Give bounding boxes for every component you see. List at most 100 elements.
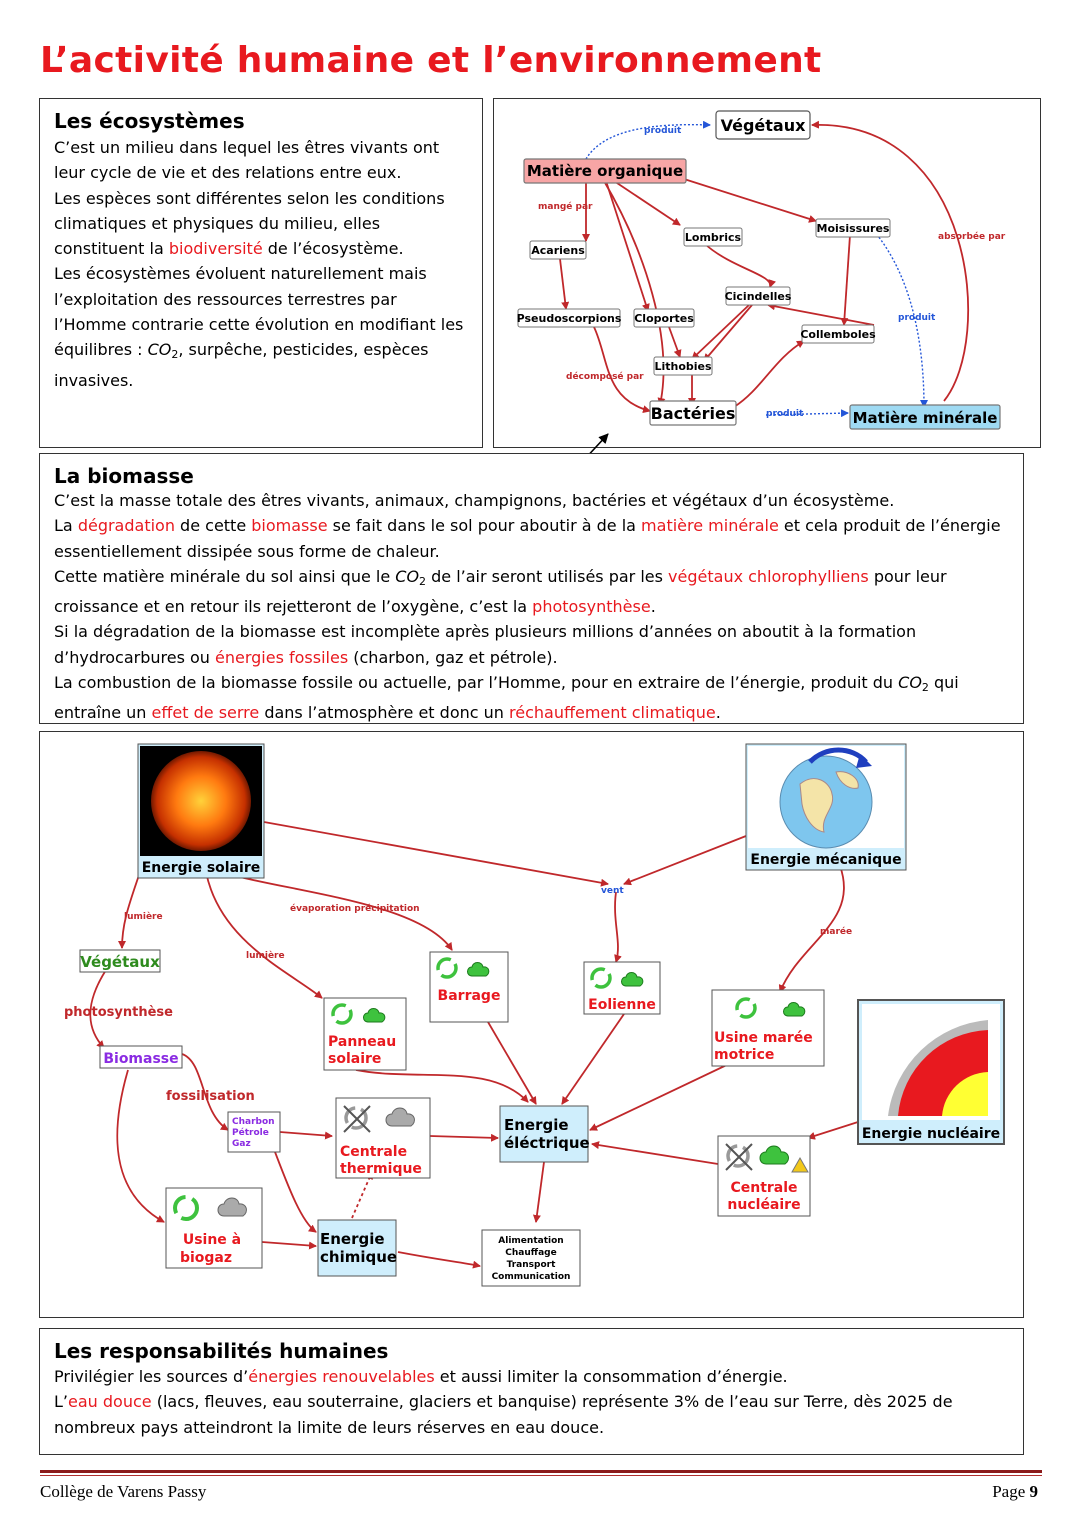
node-lithobies: Lithobies	[654, 360, 712, 373]
biomass-line-4: Si la dégradation de la biomasse est inc…	[54, 622, 916, 666]
use-alimentation: Alimentation	[498, 1236, 563, 1246]
centrale-thermique-label-1: Centrale	[340, 1144, 407, 1160]
text-run: 2	[921, 681, 929, 695]
biomass-heading: La biomasse	[54, 464, 194, 488]
highlighted-term: effet de serre	[151, 703, 260, 723]
green-cloud-icon	[783, 1002, 806, 1017]
text-run: dans l’atmosphère et donc un	[259, 703, 509, 723]
energie-nucleaire-label: Energie nucléaire	[862, 1126, 1000, 1142]
text-run: (charbon, gaz et pétrole).	[348, 647, 558, 667]
text-run: et aussi limiter la consommation d’énerg…	[434, 1367, 788, 1386]
responsibilities-line-1: Privilégier les sources d’énergies renou…	[54, 1367, 788, 1386]
highlighted-term: dégradation	[77, 516, 175, 536]
energie-chimique-label-1: Energie	[320, 1230, 385, 1248]
node-matiere-organique: Matière organique	[523, 158, 687, 184]
label-photosynthese: photosynthèse	[64, 1005, 173, 1020]
energy-diagram: lumière lumière évaporation précipitatio…	[64, 743, 1005, 1287]
co2-base: CO	[147, 340, 172, 360]
text-run: La combustion de la biomasse fossile ou …	[54, 673, 899, 693]
footer-page-number: 9	[1029, 1482, 1039, 1501]
energy-map-box: lumière lumière évaporation précipitatio…	[39, 731, 1024, 1318]
highlighted-term: énergies renouvelables	[248, 1367, 435, 1386]
node-cicindelles: Cicindelles	[725, 290, 792, 303]
node-vegetaux-energy: Végétaux	[80, 953, 160, 971]
label-lumiere-2: lumière	[246, 950, 285, 961]
edge-label-produit: produit	[644, 126, 682, 136]
node-pseudoscorpions: Pseudoscorpions	[517, 312, 622, 325]
edge-label-produit-2: produit	[898, 313, 936, 323]
panneau-solaire-node: Panneau solaire	[323, 997, 407, 1071]
responsibilities-heading: Les responsabilités humaines	[54, 1339, 389, 1363]
usine-maree-label-2: motrice	[714, 1047, 774, 1063]
footer-school: Collège de Varens Passy	[40, 1482, 207, 1501]
node-bacteries-label: Bactéries	[651, 404, 736, 423]
recycle-crossed-icon	[726, 1144, 750, 1168]
highlighted-term: photosynthèse	[532, 597, 651, 617]
highlighted-term: énergies fossiles	[215, 647, 349, 667]
energie-mecanique-label: Energie mécanique	[750, 852, 901, 868]
co2-sub: 2	[171, 348, 179, 362]
biomass-text: C’est la masse totale des êtres vivants,…	[54, 488, 1009, 726]
label-fossilisation: fossilisation	[166, 1089, 255, 1104]
edge-label-absorbee-par: absorbée par	[938, 231, 1006, 242]
usine-maree-label-1: Usine marée	[714, 1030, 813, 1046]
panneau-label-1: Panneau	[328, 1034, 396, 1050]
text-run: (lacs, fleuves, eau souterraine, glacier…	[54, 1392, 953, 1437]
green-cloud-icon	[467, 962, 490, 977]
eolienne-label: Eolienne	[588, 997, 656, 1013]
node-matiere-minerale-label: Matière minérale	[853, 409, 998, 427]
highlighted-term: végétaux chlorophylliens	[668, 566, 869, 586]
highlighted-term: eau douce	[68, 1392, 152, 1412]
recycle-icon	[331, 1003, 353, 1025]
page-title: L’activité humaine et l’environnement	[40, 40, 822, 81]
responsibilities-box: Les responsabilités humaines Privilégier…	[39, 1328, 1024, 1455]
sun-icon	[151, 751, 251, 851]
footer-page-label: Page	[992, 1482, 1030, 1501]
node-vegetaux-label: Végétaux	[721, 116, 807, 135]
recycle-icon	[436, 957, 458, 979]
usine-biogaz-node: Usine à biogaz	[165, 1187, 263, 1269]
ecosystems-text-1: C’est un milieu dans lequel les êtres vi…	[54, 138, 440, 183]
usine-maree-node: Usine marée motrice	[711, 989, 825, 1067]
eolienne-node: Eolienne	[583, 961, 661, 1015]
fossil-charbon: Charbon	[232, 1117, 275, 1127]
node-collemboles: Collemboles	[800, 328, 876, 341]
usine-biogaz-label-2: biogaz	[180, 1250, 232, 1266]
biodiversity-term: biodiversité	[168, 239, 263, 259]
recycle-icon	[590, 967, 612, 989]
warning-icon	[791, 1156, 809, 1173]
footer-rule	[40, 1470, 1042, 1473]
usine-biogaz-label-1: Usine à	[183, 1232, 241, 1248]
use-chauffage: Chauffage	[505, 1248, 556, 1258]
label-maree: marée	[820, 926, 852, 937]
edge-label-decompose-par: décomposé par	[566, 371, 644, 382]
node-biomasse: Biomasse	[103, 1051, 178, 1067]
ecosystems-text-3a: Les écosystèmes évoluent naturellement m…	[54, 264, 464, 360]
recycle-crossed-icon	[344, 1106, 368, 1130]
fossil-gaz: Gaz	[232, 1139, 251, 1149]
text-run: de l’air seront utilisés par les	[426, 566, 669, 586]
barrage-label: Barrage	[438, 988, 501, 1004]
biomass-box: La biomasse C’est la masse totale des êt…	[39, 453, 1024, 724]
text-run: .	[715, 703, 721, 723]
text-run: L’	[54, 1392, 68, 1412]
node-bacteries: Bactéries	[649, 400, 737, 426]
ecosystems-text: C’est un milieu dans lequel les êtres vi…	[54, 135, 468, 393]
green-cloud-icon	[759, 1145, 789, 1165]
ecosystems-heading: Les écosystèmes	[54, 109, 245, 133]
responsibilities-text: Privilégier les sources d’énergies renou…	[54, 1364, 1009, 1440]
uses-node: Alimentation Chauffage Transport Communi…	[481, 1229, 581, 1287]
energie-electrique-label-1: Energie	[504, 1116, 569, 1134]
recycle-icon	[173, 1195, 199, 1221]
text-run: Cette matière minérale du sol ainsi que …	[54, 566, 396, 586]
footer-page: Page 9	[992, 1482, 1038, 1502]
text-run: CO	[395, 566, 420, 586]
centrale-nucleaire-node: Centrale nucléaire	[717, 1135, 811, 1217]
text-run: Privilégier les sources d’	[54, 1367, 249, 1386]
centrale-nucleaire-label-1: Centrale	[730, 1180, 797, 1196]
food-web-box: produit mangé par absorbée par produit d…	[493, 98, 1041, 448]
edge-label-produit-3: produit	[766, 409, 804, 419]
ecosystems-text-3b: , surpêche, pesticides, espèces invasive…	[54, 340, 429, 390]
green-cloud-icon	[621, 972, 644, 987]
footer-rule-thin	[40, 1475, 1042, 1476]
